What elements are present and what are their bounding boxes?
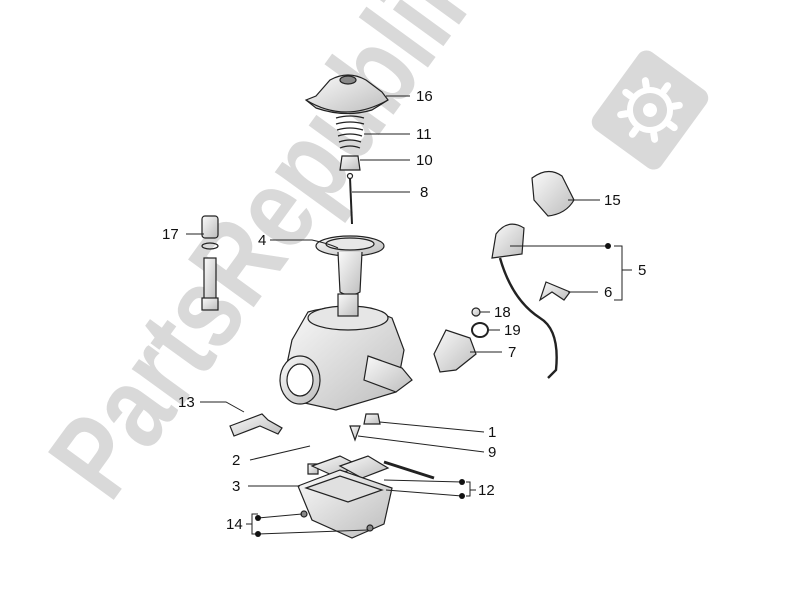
part-float-pin: [383, 460, 435, 480]
callout-6: 6: [604, 284, 612, 301]
part-16-cap: [304, 74, 389, 115]
part-10-seat: [339, 155, 361, 171]
callout-15: 15: [604, 192, 621, 209]
part-5-enrichener: [491, 223, 558, 379]
part-6-clip: [538, 281, 571, 302]
leader-dots: [255, 243, 611, 537]
part-11-spring: [335, 115, 365, 149]
callout-17: 17: [162, 226, 179, 243]
part-13-fitting: [229, 413, 283, 437]
part-9-valve: [349, 425, 361, 442]
watermark: PartsRepublik: [24, 0, 709, 520]
part-float: [310, 455, 390, 479]
callout-3: 3: [232, 478, 240, 495]
callout-9: 9: [488, 444, 496, 461]
part-4-diaphragm: [315, 235, 385, 296]
callout-12: 12: [478, 482, 495, 499]
part-carburetor-body: [279, 293, 413, 411]
callout-18: 18: [494, 304, 511, 321]
callout-19: 19: [504, 322, 521, 339]
callout-1: 1: [488, 424, 496, 441]
part-3-bowl: [297, 469, 393, 539]
leader-lines: [186, 95, 632, 535]
part-18-screw: [471, 307, 481, 317]
part-8-needle: [346, 172, 354, 225]
callout-8: 8: [420, 184, 428, 201]
part-15-cap: [531, 170, 575, 217]
callout-2: 2: [232, 452, 240, 469]
callout-16: 16: [416, 88, 433, 105]
callout-labels: 16 11 10 8 4 17 15 5 6 18 19 7 13 1 9 2 …: [162, 88, 646, 533]
part-1-plug: [363, 413, 381, 425]
callout-10: 10: [416, 152, 433, 169]
part-7-cover: [433, 329, 477, 373]
callout-13: 13: [178, 394, 195, 411]
watermark-text: PartsRepublik: [24, 0, 507, 520]
callout-4: 4: [258, 232, 266, 249]
callout-7: 7: [508, 344, 516, 361]
callout-14: 14: [226, 516, 243, 533]
gear-icon: [591, 50, 709, 170]
callout-5: 5: [638, 262, 646, 279]
part-19-oring: [471, 322, 489, 338]
part-17-pilot: [201, 215, 219, 311]
callout-11: 11: [416, 126, 432, 143]
